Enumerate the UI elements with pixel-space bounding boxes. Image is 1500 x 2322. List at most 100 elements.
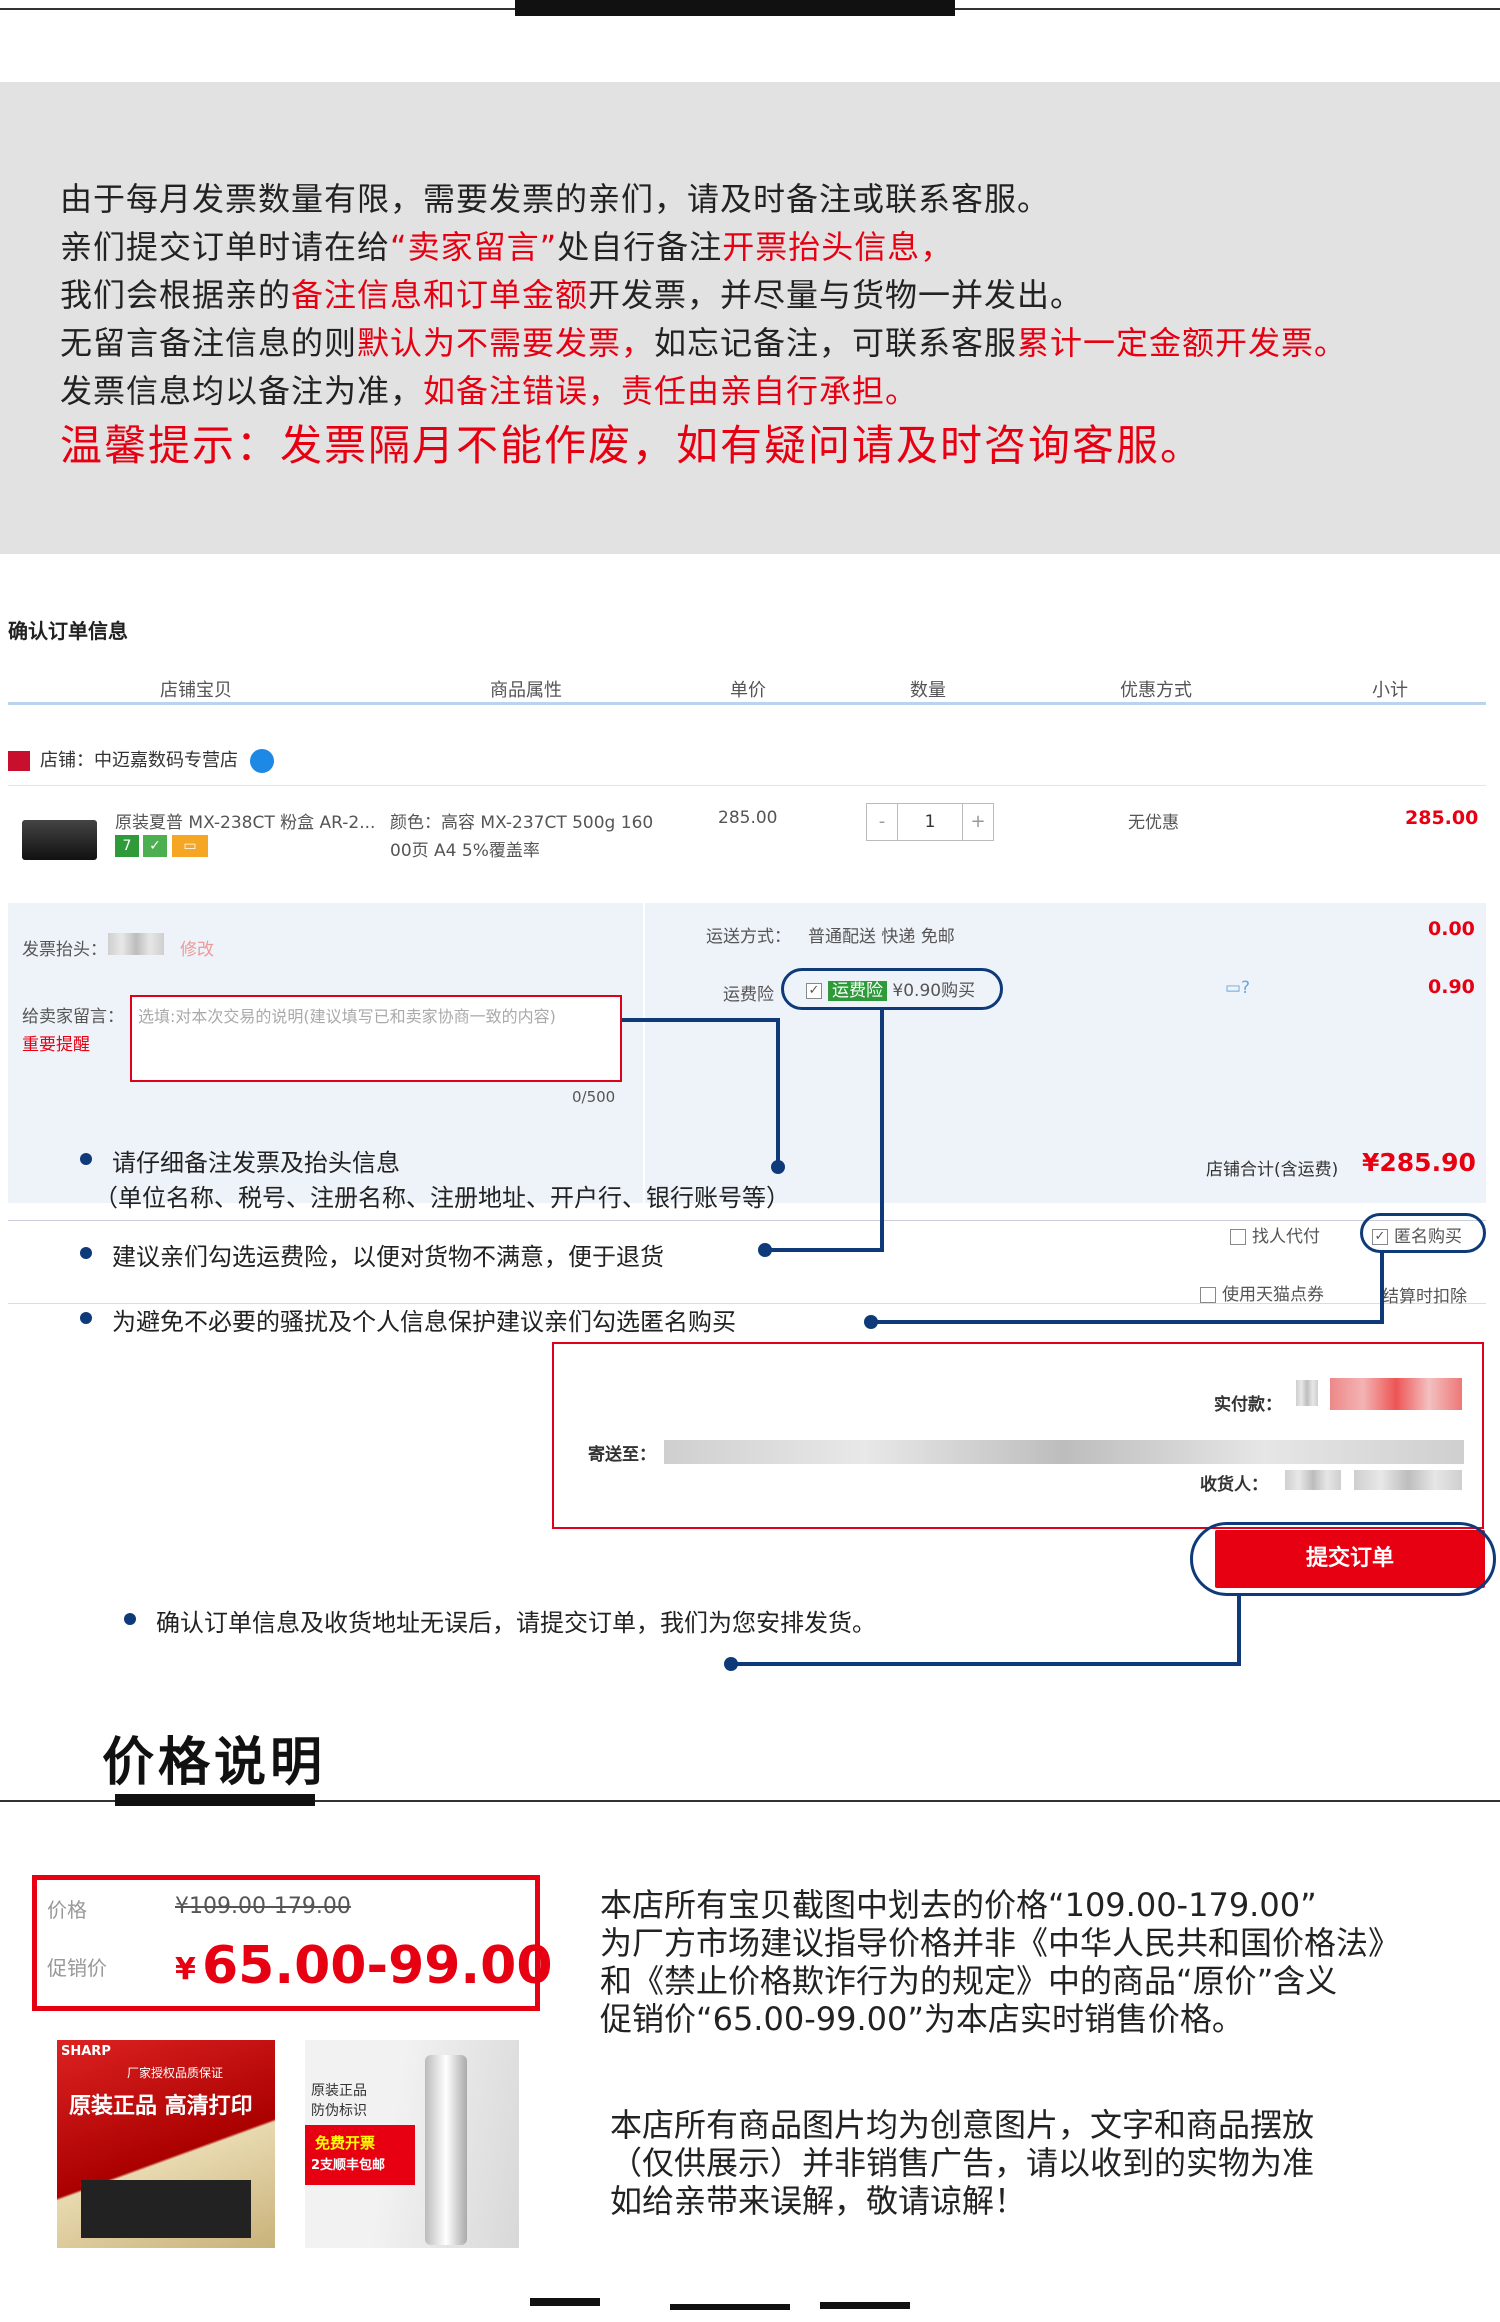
price-label: 价格	[47, 1898, 87, 1922]
shipping-panel	[645, 903, 1486, 1203]
insurance-price: 0.90	[1428, 976, 1475, 998]
connector-line	[730, 1662, 1241, 1666]
connector-dot	[864, 1315, 878, 1329]
product-thumbnail[interactable]	[22, 820, 97, 860]
ship-to-label: 寄送至：	[588, 1445, 656, 1465]
notice-line-2: 亲们提交订单时请在给“卖家留言”处自行备注开票抬头信息，	[60, 228, 954, 266]
message-placeholder: 选填:对本次交易的说明(建议填写已和卖家协商一致的内容)	[138, 1007, 556, 1026]
store-name[interactable]: 店铺：中迈嘉数码专营店	[40, 750, 238, 771]
image-text-2: （仅供展示）并非销售广告，请以收到的实物为准	[610, 2144, 1315, 2182]
connector-dot	[758, 1243, 772, 1257]
price-sample-box: 价格 ¥109.00-179.00 促销价 ¥ 65.00-99.00	[32, 1875, 553, 2011]
top-title-bar	[515, 0, 955, 16]
address-blurred	[664, 1440, 1464, 1464]
row-divider	[8, 1303, 1486, 1304]
subtotal-value: 285.00	[1405, 807, 1479, 829]
receiver-phone-blurred	[1354, 1470, 1462, 1490]
discount-value: 无优惠	[1128, 813, 1179, 833]
badge-guarantee-icon: ✓	[143, 835, 167, 857]
actual-pay-label: 实付款：	[1214, 1395, 1282, 1415]
message-label: 给卖家留言：	[22, 1007, 124, 1027]
price-title-underline	[115, 1794, 315, 1806]
product-attr-line1: 颜色：高容 MX-237CT 500g 160	[390, 813, 654, 833]
receiver-name-blurred	[1285, 1470, 1341, 1490]
insurance-tag: 运费险	[828, 981, 887, 1001]
store-divider	[8, 785, 1486, 786]
promo-label: 促销价	[47, 1956, 107, 1980]
actual-pay-blurred	[1296, 1380, 1318, 1406]
invoice-label: 发票抬头：	[22, 940, 107, 960]
notice-warning: 温馨提示：发票隔月不能作废，如有疑问请及时咨询客服。	[60, 421, 1205, 470]
product-name[interactable]: 原装夏普 MX-238CT 粉盒 AR-2...	[115, 813, 376, 833]
price-text-4: 促销价“65.00-99.00”为本店实时销售价格。	[600, 2000, 1244, 2038]
message-counter: 0/500	[572, 1088, 616, 1106]
store-total-label: 店铺合计(含运费)	[1206, 1160, 1339, 1180]
store-total: ¥285.90	[1362, 1148, 1476, 1177]
shipping-price: 0.00	[1428, 918, 1475, 940]
invoice-edit-link[interactable]: 修改	[180, 940, 214, 960]
price-section-divider	[0, 1800, 1500, 1802]
insurance-label: 运费险	[723, 985, 774, 1005]
quantity-stepper: - 1 +	[866, 803, 994, 841]
store-row: 店铺：中迈嘉数码专营店	[8, 746, 274, 773]
price-section-title: 价格说明	[102, 1733, 327, 1793]
anonymous-highlight	[1360, 1213, 1486, 1253]
seller-message-input[interactable]: 选填:对本次交易的说明(建议填写已和卖家协商一致的内容)	[130, 995, 622, 1082]
connector-line	[1380, 1253, 1384, 1323]
price-text-1: 本店所有宝贝截图中划去的价格“109.00-179.00”	[600, 1886, 1317, 1924]
annotation-submit: 确认订单信息及收货地址无误后，请提交订单，我们为您安排发货。	[124, 1603, 876, 1638]
product-image-1: SHARP 厂家授权品质保证 原装正品 高清打印	[57, 2040, 275, 2248]
row-divider	[8, 1220, 1486, 1221]
annotation-invoice: 请仔细备注发票及抬头信息	[80, 1143, 400, 1178]
order-title: 确认订单信息	[8, 619, 128, 643]
proxy-pay-option[interactable]: 找人代付	[1230, 1222, 1320, 1247]
insurance-price-label: ¥0.90购买	[892, 981, 976, 1001]
header-quantity: 数量	[910, 680, 946, 701]
price-text-3: 和《禁止价格欺诈行为的规定》中的商品“原价”含义	[600, 1962, 1338, 2000]
connector-line	[880, 1010, 884, 1250]
annotation-insurance: 建议亲们勾选运费险，以便对货物不满意，便于退货	[80, 1237, 664, 1272]
points-note: 结算时扣除	[1382, 1287, 1467, 1307]
connector-line	[870, 1320, 1384, 1324]
insurance-highlight	[781, 968, 1003, 1010]
annotation-invoice-detail: （单位名称、税号、注册名称、注册地址、开户行、银行账号等）	[94, 1184, 790, 1212]
promo-ribbon	[305, 2125, 415, 2185]
image-text-3: 如给亲带来误解，敬请谅解！	[610, 2182, 1027, 2220]
qty-plus-button[interactable]: +	[970, 811, 986, 832]
notice-line-5: 发票信息均以备注为准，如备注错误，责任由亲自行承担。	[60, 372, 919, 410]
product-image-2: 原装正品 防伪标识 免费开票 2支顺丰包邮	[305, 2040, 519, 2248]
connector-dot	[724, 1657, 738, 1671]
notice-line-4: 无留言备注信息的则默认为不需要发票，如忘记备注，可联系客服累计一定金额开发票。	[60, 324, 1348, 362]
connector-line	[776, 1018, 780, 1168]
points-option[interactable]: 使用天猫点券	[1200, 1280, 1324, 1305]
points-checkbox[interactable]	[1200, 1287, 1216, 1303]
original-price: ¥109.00-179.00	[175, 1894, 351, 1919]
connector-dot	[771, 1160, 785, 1174]
header-store-item: 店铺宝贝	[160, 680, 232, 701]
toner-bottle	[425, 2055, 467, 2245]
shipping-method[interactable]: 普通配送 快递 免邮	[808, 927, 955, 947]
qty-minus-button[interactable]: -	[878, 811, 886, 832]
store-icon	[8, 751, 30, 771]
connector-line	[765, 1248, 884, 1252]
submit-highlight	[1190, 1522, 1496, 1596]
notice-line-1: 由于每月发票数量有限，需要发票的亲们，请及时备注或联系客服。	[60, 180, 1051, 218]
chat-icon[interactable]	[250, 749, 274, 773]
submit-order-button[interactable]: 提交订单	[1215, 1530, 1485, 1588]
message-important: 重要提醒	[22, 1035, 90, 1055]
help-icon[interactable]: ▭?	[1225, 978, 1251, 998]
connector-line	[622, 1018, 780, 1022]
unit-price: 285.00	[718, 808, 778, 828]
actual-pay-amount-blurred	[1330, 1378, 1462, 1410]
connector-line	[1237, 1596, 1241, 1666]
next-section-title-partial	[520, 2298, 940, 2322]
invoice-title-blurred	[108, 933, 164, 955]
qty-input[interactable]: 1	[897, 804, 963, 840]
annotation-anonymous: 为避免不必要的骚扰及个人信息保护建议亲们勾选匿名购买	[80, 1302, 736, 1337]
proxy-pay-checkbox[interactable]	[1230, 1229, 1246, 1245]
image-text-1: 本店所有商品图片均为创意图片，文字和商品摆放	[610, 2106, 1315, 2144]
shipping-label: 运送方式：	[706, 927, 791, 947]
header-attributes: 商品属性	[490, 680, 562, 701]
badge-7day-icon: 7	[115, 835, 139, 857]
price-text-2: 为厂方市场建议指导价格并非《中华人民共和国价格法》	[600, 1924, 1401, 1962]
